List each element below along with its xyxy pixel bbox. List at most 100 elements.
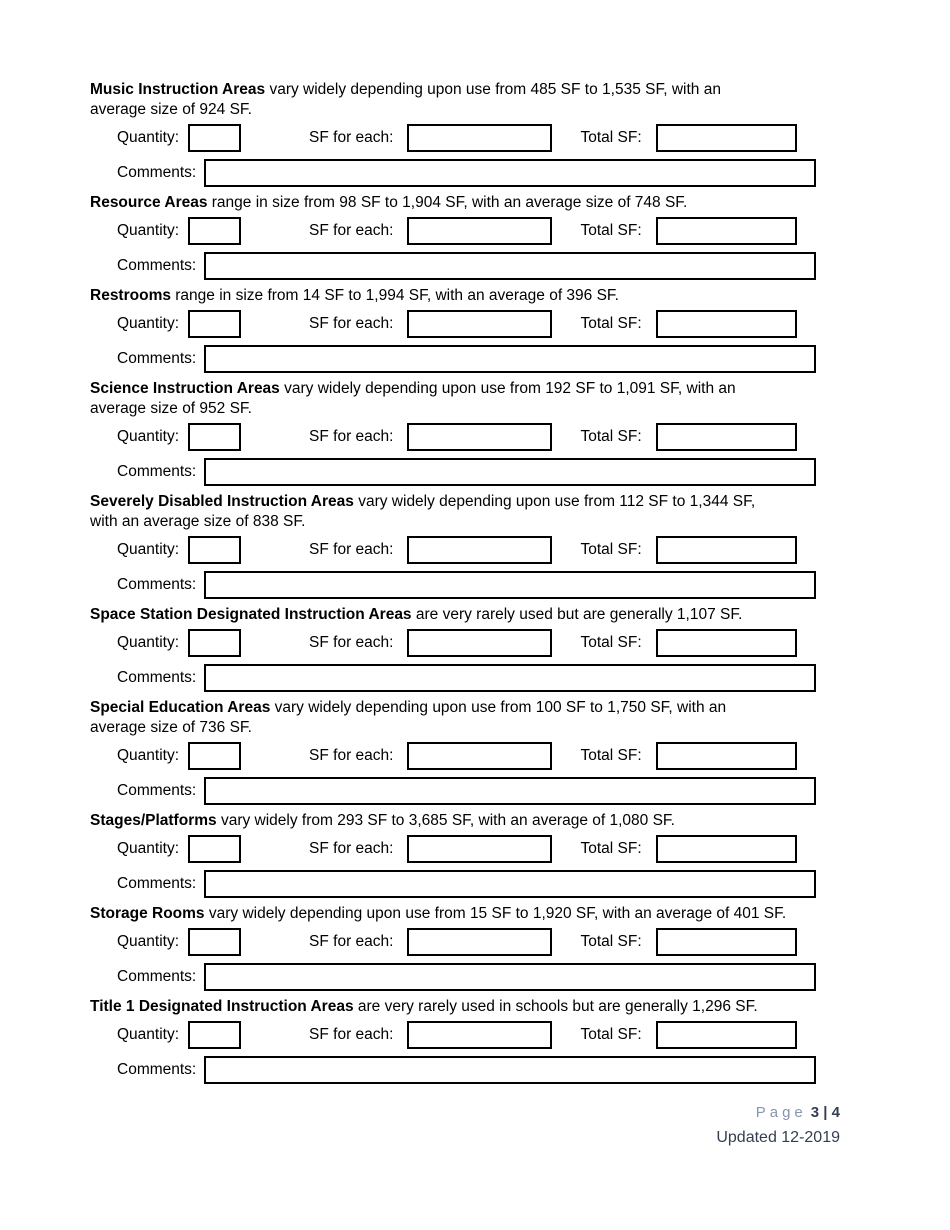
sf-for-each-input[interactable] (407, 928, 553, 956)
section-description-line: average size of 736 SF. (90, 719, 252, 736)
total-sf-label: Total SF: (580, 129, 642, 146)
total-sf-label: Total SF: (580, 634, 642, 651)
sf-for-each-label: SF for each: (309, 222, 394, 239)
sf-for-each-input[interactable] (407, 742, 553, 770)
section-description-line: average size of 952 SF. (90, 400, 252, 417)
comments-input[interactable] (204, 963, 817, 991)
comments-input[interactable] (204, 458, 817, 486)
quantity-label: Quantity: (117, 933, 180, 950)
comments-input[interactable] (204, 345, 817, 373)
sf-for-each-label: SF for each: (309, 129, 394, 146)
sf-for-each-input[interactable] (407, 217, 553, 245)
section-description: range in size from 98 SF to 1,904 SF, wi… (207, 194, 688, 211)
comments-input[interactable] (204, 664, 817, 692)
quantity-label: Quantity: (117, 315, 180, 332)
section-heading: Title 1 Designated Instruction Areas are… (90, 997, 870, 1017)
section-title: Music Instruction Areas (90, 81, 266, 98)
sf-for-each-input[interactable] (407, 536, 553, 564)
comments-input[interactable] (204, 571, 817, 599)
comments-label: Comments: (117, 164, 197, 181)
total-sf-input[interactable] (655, 742, 797, 770)
section-description-line: vary widely depending upon use from 485 … (265, 81, 721, 98)
form-section: Title 1 Designated Instruction Areas are… (90, 997, 870, 1084)
page-word: Page (755, 1104, 807, 1121)
form-section: Severely Disabled Instruction Areas vary… (90, 492, 870, 599)
section-description: vary widely depending upon use from 15 S… (204, 905, 787, 922)
comments-row: Comments: (90, 777, 870, 805)
total-sf-input[interactable] (655, 928, 797, 956)
quantity-label: Quantity: (117, 428, 180, 445)
comments-input[interactable] (204, 777, 817, 805)
section-description: vary widely depending upon use from 112 … (90, 493, 755, 530)
total-sf-input[interactable] (655, 423, 797, 451)
quantity-input[interactable] (188, 310, 242, 338)
comments-input[interactable] (204, 252, 817, 280)
comments-input[interactable] (204, 870, 817, 898)
comments-input[interactable] (204, 159, 817, 187)
sf-for-each-input[interactable] (407, 835, 553, 863)
fields-row: Quantity: SF for each: Total SF: (90, 423, 870, 451)
total-sf-label: Total SF: (580, 222, 642, 239)
section-title: Stages/Platforms (90, 812, 217, 829)
sf-for-each-input[interactable] (407, 423, 553, 451)
comments-row: Comments: (90, 664, 870, 692)
quantity-input[interactable] (188, 217, 242, 245)
form-section: Special Education Areas vary widely depe… (90, 698, 870, 805)
section-heading: Resource Areas range in size from 98 SF … (90, 193, 870, 213)
quantity-input[interactable] (188, 835, 242, 863)
section-description-line: average size of 924 SF. (90, 101, 252, 118)
total-sf-input[interactable] (655, 310, 797, 338)
sf-for-each-input[interactable] (407, 124, 553, 152)
total-sf-input[interactable] (655, 124, 797, 152)
section-description: vary widely depending upon use from 485 … (90, 81, 721, 118)
sf-for-each-label: SF for each: (309, 428, 394, 445)
quantity-input[interactable] (188, 536, 242, 564)
section-heading: Science Instruction Areas vary widely de… (90, 379, 870, 419)
total-sf-label: Total SF: (580, 840, 642, 857)
total-sf-input[interactable] (655, 835, 797, 863)
fields-row: Quantity: SF for each: Total SF: (90, 217, 870, 245)
section-description-line: vary widely depending upon use from 15 S… (204, 905, 787, 922)
quantity-input[interactable] (188, 928, 242, 956)
section-heading: Restrooms range in size from 14 SF to 1,… (90, 286, 870, 306)
form-section: Restrooms range in size from 14 SF to 1,… (90, 286, 870, 373)
comments-input[interactable] (204, 1056, 817, 1084)
comments-label: Comments: (117, 875, 197, 892)
section-description-line: are very rarely used in schools but are … (353, 998, 758, 1015)
quantity-input[interactable] (188, 124, 242, 152)
total-sf-input[interactable] (655, 217, 797, 245)
sf-for-each-input[interactable] (407, 1021, 553, 1049)
comments-label: Comments: (117, 350, 197, 367)
section-description: vary widely depending upon use from 100 … (90, 699, 726, 736)
form-section: Music Instruction Areas vary widely depe… (90, 80, 870, 187)
quantity-input[interactable] (188, 423, 242, 451)
section-heading: Stages/Platforms vary widely from 293 SF… (90, 811, 870, 831)
comments-row: Comments: (90, 963, 870, 991)
fields-row: Quantity: SF for each: Total SF: (90, 310, 870, 338)
quantity-input[interactable] (188, 742, 242, 770)
sf-for-each-label: SF for each: (309, 634, 394, 651)
total-sf-input[interactable] (655, 1021, 797, 1049)
comments-label: Comments: (117, 669, 197, 686)
section-description-line: range in size from 98 SF to 1,904 SF, wi… (207, 194, 688, 211)
comments-label: Comments: (117, 1061, 197, 1078)
quantity-input[interactable] (188, 1021, 242, 1049)
section-heading: Space Station Designated Instruction Are… (90, 605, 870, 625)
total-sf-input[interactable] (655, 629, 797, 657)
sf-for-each-input[interactable] (407, 310, 553, 338)
section-title: Resource Areas (90, 194, 208, 211)
comments-label: Comments: (117, 782, 197, 799)
sf-for-each-input[interactable] (407, 629, 553, 657)
updated-date: Updated 12-2019 (716, 1129, 840, 1146)
fields-row: Quantity: SF for each: Total SF: (90, 835, 870, 863)
section-title: Severely Disabled Instruction Areas (90, 493, 354, 510)
total-sf-input[interactable] (655, 536, 797, 564)
section-description-line: with an average size of 838 SF. (90, 513, 306, 530)
section-description: are very rarely used but are generally 1… (412, 606, 743, 623)
section-description-line: vary widely depending upon use from 112 … (353, 493, 756, 510)
comments-row: Comments: (90, 1056, 870, 1084)
fields-row: Quantity: SF for each: Total SF: (90, 536, 870, 564)
quantity-input[interactable] (188, 629, 242, 657)
